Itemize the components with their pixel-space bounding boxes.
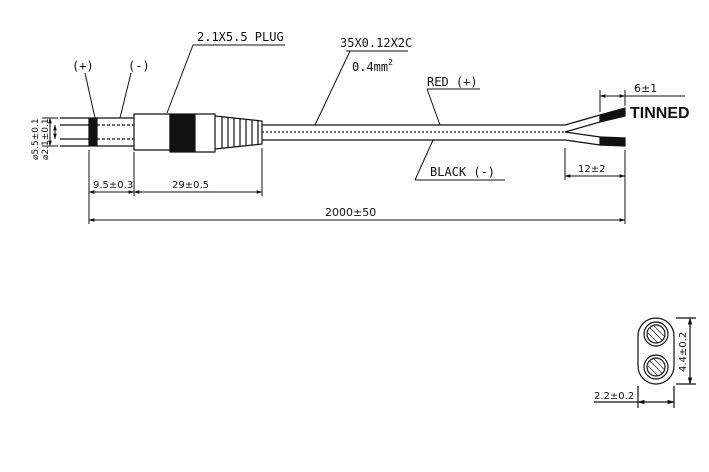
dimension-lines (42, 90, 626, 224)
leader-lines (84, 44, 685, 181)
wire-spec-label: 35X0.12X2C (340, 36, 412, 50)
plug-tip (60, 117, 134, 147)
tinned-ends (599, 107, 626, 147)
strain-relief (214, 115, 263, 150)
black-wire-label: BLACK (-) (430, 165, 495, 179)
split-length-label: 12±2 (578, 164, 605, 175)
minus-label: (-) (128, 59, 150, 73)
tip-length-label: 9.5±0.3 (93, 180, 133, 191)
body-length-label: 29±0.5 (172, 180, 209, 191)
plus-label: (+) (72, 59, 94, 73)
cable-cross-section (594, 317, 696, 408)
outer-diameter-label: ⌀5.5±0.1 (31, 118, 41, 160)
wire-area-label: 0.4mm2 (352, 58, 393, 74)
strip-length-label: 6±1 (634, 82, 657, 95)
cable (262, 114, 601, 146)
plug-body (133, 113, 216, 153)
red-wire-label: RED (+) (427, 75, 478, 89)
cable-height-label: 4.4±0.2 (678, 332, 689, 372)
total-length-label: 2000±50 (325, 206, 376, 219)
inner-diameter-label: ⌀2.1±0.1 (41, 118, 51, 160)
tinned-label: TINNED (630, 105, 690, 122)
cable-width-label: 2.2±0.2 (594, 391, 634, 402)
plug-label: 2.1X5.5 PLUG (197, 30, 284, 44)
